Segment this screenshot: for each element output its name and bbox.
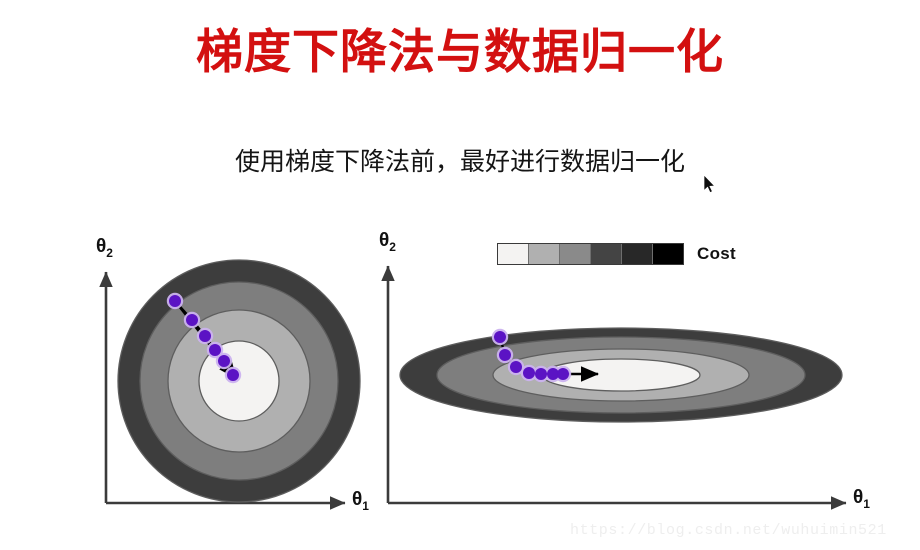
left-x-axis-label: θ1: [352, 489, 369, 513]
left-y-axis-symbol: θ: [96, 236, 107, 257]
descent-dot-1: [499, 349, 511, 361]
left-x-axis-symbol: θ: [352, 489, 363, 510]
page-title: 梯度下降法与数据归一化: [196, 25, 724, 78]
page-subtitle: 使用梯度下降法前，最好进行数据归一化: [234, 148, 685, 176]
cost-swatch-3: [590, 244, 621, 264]
descent-dot-5: [547, 368, 559, 380]
right-x-axis-label: θ1: [853, 487, 870, 511]
mouse-cursor-icon: [703, 174, 716, 194]
right-y-axis-subscript: 2: [389, 239, 396, 254]
right-descent-path: [491, 328, 600, 383]
descent-dot-1: [186, 314, 198, 326]
descent-dot-5: [227, 369, 239, 381]
cost-swatch-2: [559, 244, 590, 264]
descent-dot-2: [199, 330, 211, 342]
cost-swatch-1: [528, 244, 559, 264]
descent-dot-6: [557, 368, 569, 380]
descent-dot-4: [218, 355, 230, 367]
left-y-axis-label: θ2: [96, 236, 113, 260]
cost-legend-label: Cost: [697, 244, 736, 263]
left-chart-axes: [99, 271, 346, 510]
cost-swatch-4: [621, 244, 652, 264]
descent-dot-0: [169, 295, 181, 307]
descent-dot-2: [510, 361, 522, 373]
descent-dot-3: [209, 344, 221, 356]
left-contour-rings: [117, 259, 361, 503]
right-chart-axes: [381, 265, 847, 510]
left-descent-path: [166, 292, 242, 384]
cost-legend: Cost: [497, 240, 736, 268]
descent-dot-0: [494, 331, 506, 343]
right-x-axis-symbol: θ: [853, 487, 864, 508]
left-y-axis-subscript: 2: [106, 245, 113, 260]
watermark: https://blog.csdn.net/wuhuimin521: [570, 522, 887, 539]
cost-swatch-0: [498, 244, 528, 264]
right-x-axis-subscript: 1: [863, 496, 870, 511]
right-y-axis-symbol: θ: [379, 230, 390, 251]
cost-colorbar: [497, 243, 684, 265]
right-contour-rings: [399, 327, 843, 423]
cost-swatch-5: [652, 244, 683, 264]
left-x-axis-subscript: 1: [362, 498, 369, 513]
right-y-axis-label: θ2: [379, 230, 396, 254]
descent-dot-4: [535, 368, 547, 380]
descent-dot-3: [523, 367, 535, 379]
